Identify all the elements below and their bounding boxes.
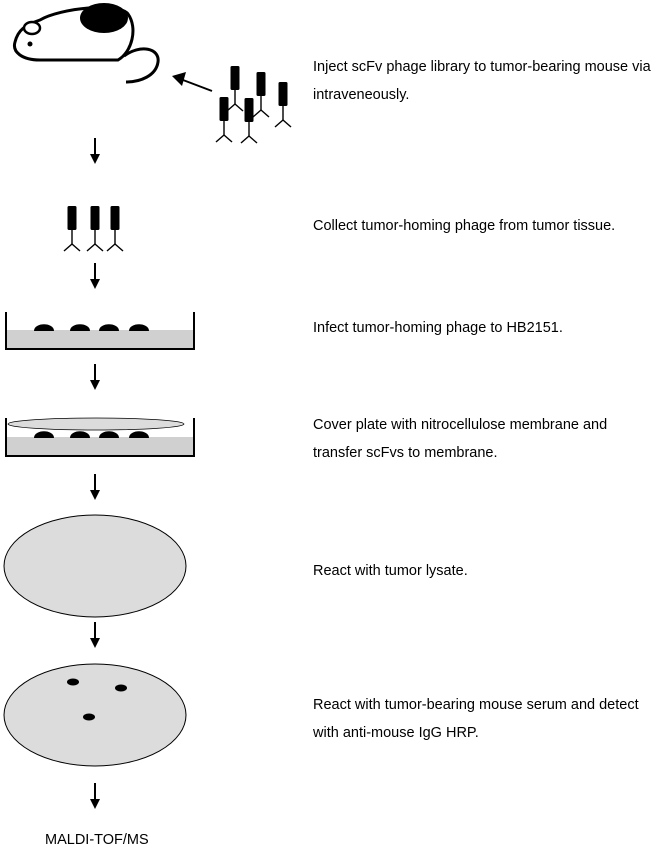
mouse-icon bbox=[12, 3, 160, 84]
step-6-text: React with tumor-bearing mouse serum and… bbox=[313, 697, 639, 741]
petri-dish-icon bbox=[5, 312, 195, 350]
arrow-down-icon bbox=[89, 782, 101, 810]
step-5-text: React with tumor lysate. bbox=[313, 563, 468, 579]
arrow-down-icon bbox=[89, 363, 101, 391]
arrow-down-icon bbox=[89, 137, 101, 165]
step-4-text: Cover plate with nitrocellulose membrane… bbox=[313, 417, 608, 461]
phage-library-icon bbox=[215, 65, 292, 144]
step-3-text: Infect tumor-homing phage to HB2151. bbox=[313, 320, 563, 336]
membrane-spots-icon bbox=[3, 663, 187, 767]
final-step-label: MALDI-TOF/MS bbox=[45, 832, 149, 848]
tumor-homing-phage-icon bbox=[63, 205, 124, 252]
arrow-down-icon bbox=[89, 473, 101, 501]
arrow-down-icon bbox=[89, 262, 101, 290]
injection-arrow bbox=[172, 72, 213, 92]
step-1-text: Inject scFv phage library to tumor-beari… bbox=[313, 59, 651, 103]
membrane-transfer-icon bbox=[5, 417, 195, 457]
arrow-down-icon bbox=[89, 621, 101, 649]
membrane-icon bbox=[3, 514, 187, 618]
step-2-text: Collect tumor-homing phage from tumor ti… bbox=[313, 218, 616, 234]
